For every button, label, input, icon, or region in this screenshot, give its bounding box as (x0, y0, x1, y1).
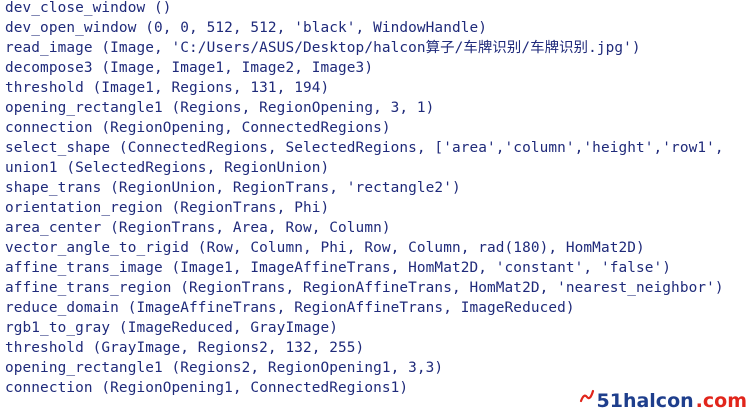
watermark-text: 51halcon (596, 390, 694, 412)
signal-wave-icon (579, 389, 595, 412)
code-line-16[interactable]: reduce_domain (ImageAffineTrans, RegionA… (5, 300, 575, 316)
code-line-6[interactable]: opening_rectangle1 (Regions, RegionOpeni… (5, 100, 435, 116)
code-line-9[interactable]: union1 (SelectedRegions, RegionUnion) (5, 160, 330, 176)
code-line-11[interactable]: orientation_region (RegionTrans, Phi) (5, 200, 330, 216)
code-line-10[interactable]: shape_trans (RegionUnion, RegionTrans, '… (5, 180, 461, 196)
code-line-2[interactable]: dev_open_window (0, 0, 512, 512, 'black'… (5, 20, 488, 36)
code-line-19[interactable]: opening_rectangle1 (Regions2, RegionOpen… (5, 360, 444, 376)
code-line-12[interactable]: area_center (RegionTrans, Area, Row, Col… (5, 220, 391, 236)
code-line-1[interactable]: dev_close_window () (5, 0, 172, 16)
code-line-15[interactable]: affine_trans_region (RegionTrans, Region… (5, 280, 724, 296)
code-line-3[interactable]: read_image (Image, 'C:/Users/ASUS/Deskto… (5, 40, 641, 56)
code-line-18[interactable]: threshold (GrayImage, Regions2, 132, 255… (5, 340, 365, 356)
code-line-8[interactable]: select_shape (ConnectedRegions, Selected… (5, 140, 724, 156)
code-line-7[interactable]: connection (RegionOpening, ConnectedRegi… (5, 120, 391, 136)
code-line-14[interactable]: affine_trans_image (Image1, ImageAffineT… (5, 260, 672, 276)
watermark-suffix: .com (695, 390, 747, 412)
scroll-gutter[interactable] (743, 0, 753, 418)
code-line-17[interactable]: rgb1_to_gray (ImageReduced, GrayImage) (5, 320, 339, 336)
code-line-4[interactable]: decompose3 (Image, Image1, Image2, Image… (5, 60, 374, 76)
code-line-5[interactable]: threshold (Image1, Regions, 131, 194) (5, 80, 330, 96)
code-line-20[interactable]: connection (RegionOpening1, ConnectedReg… (5, 380, 409, 396)
site-watermark: 51halcon.com (579, 389, 747, 412)
code-lines: dev_close_window () dev_open_window (0, … (5, 0, 724, 398)
code-line-13[interactable]: vector_angle_to_rigid (Row, Column, Phi,… (5, 240, 645, 256)
